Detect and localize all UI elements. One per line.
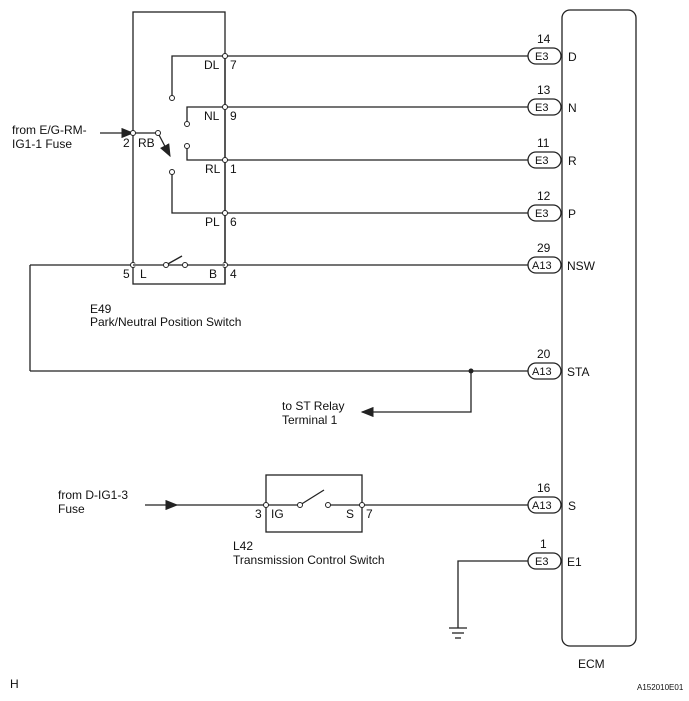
connector-r-label: E3	[535, 155, 548, 167]
terminal-p-number: 12	[537, 189, 551, 203]
terminal-p-name: P	[568, 207, 576, 221]
connector-p	[527, 204, 562, 222]
pnp-rb-num: 2	[123, 136, 130, 150]
ecm-terminal-p: E3 12 P	[527, 189, 576, 222]
ig-pin-node	[263, 502, 269, 508]
contact-d-node	[169, 95, 175, 101]
dl-pin-node	[222, 53, 228, 59]
pnp-b-num: 4	[230, 267, 237, 281]
pl-pin-node	[222, 210, 228, 216]
connector-r	[527, 151, 562, 169]
pnp-dl-num: 7	[230, 58, 237, 72]
contact-p-node	[169, 169, 175, 175]
wire-st-relay	[360, 371, 472, 418]
pnp-l-name: L	[140, 267, 147, 281]
tc-switch-box	[265, 474, 363, 533]
ecm-terminal-e1: E3 1 E1	[527, 537, 582, 570]
connector-n-label: E3	[535, 102, 548, 114]
connector-s-label: A13	[532, 500, 552, 512]
terminal-sta-number: 20	[537, 347, 551, 361]
terminal-n-number: 13	[537, 83, 551, 97]
ecm-terminal-r: E3 11 R	[527, 136, 577, 169]
ecm-terminal-d: E3 14 D	[527, 32, 577, 65]
pnp-nl-name: NL	[204, 109, 220, 123]
ecm-terminal-s: A13 16 S	[527, 481, 576, 514]
terminal-e1-number: 1	[540, 537, 547, 551]
tc-s-name: S	[346, 507, 354, 521]
contact-r-node	[184, 143, 190, 149]
pnp-rb-name: RB	[138, 136, 155, 150]
terminal-e1-name: E1	[567, 555, 582, 569]
fuse2-label-line2: Fuse	[58, 502, 85, 516]
connector-s	[527, 496, 562, 514]
terminal-r-number: 11	[537, 136, 550, 150]
connector-e1-label: E3	[535, 556, 548, 568]
tc-s-num: 7	[366, 507, 373, 521]
terminal-nsw-name: NSW	[567, 259, 596, 273]
footer-left-code: H	[10, 677, 19, 691]
connector-nsw-label: A13	[532, 260, 552, 272]
contact-n-node	[184, 121, 190, 127]
pnp-switch-id: E49	[90, 302, 112, 316]
tc-ig-name: IG	[271, 507, 284, 521]
fuse2-label-line1: from D-IG1-3	[58, 488, 128, 502]
connector-p-label: E3	[535, 208, 548, 220]
connector-sta	[527, 362, 562, 380]
ecm-label: ECM	[578, 657, 605, 671]
wire-e1-ground	[457, 560, 528, 628]
contact-n	[186, 106, 225, 122]
terminal-d-number: 14	[537, 32, 551, 46]
lb-switch-node-left	[163, 262, 169, 268]
tc-switch-name: Transmission Control Switch	[233, 553, 385, 567]
st-relay-label-line2: Terminal 1	[282, 413, 338, 427]
ecm-box	[561, 9, 637, 647]
tc-switch-node-left	[297, 502, 303, 508]
fuse1-label-line2: IG1-1 Fuse	[12, 137, 72, 151]
contact-r	[186, 148, 225, 161]
pnp-switch-name: Park/Neutral Position Switch	[90, 315, 241, 329]
tc-ig-num: 3	[255, 507, 262, 521]
pnp-pl-num: 6	[230, 215, 237, 229]
fuse1-label-line1: from E/G-RM-	[12, 123, 87, 137]
pnp-l-num: 5	[123, 267, 130, 281]
connector-d	[527, 47, 562, 65]
pnp-dl-name: DL	[204, 58, 220, 72]
connector-d-label: E3	[535, 51, 548, 63]
terminal-sta-name: STA	[567, 365, 589, 379]
rb-pin-node	[130, 130, 136, 136]
terminal-n-name: N	[568, 101, 577, 115]
tc-switch-node-right	[325, 502, 331, 508]
pnp-nl-num: 9	[230, 109, 237, 123]
connector-n	[527, 98, 562, 116]
rl-pin-node	[222, 157, 228, 163]
pnp-b-name: B	[209, 267, 217, 281]
ecm-terminal-n: E3 13 N	[527, 83, 577, 116]
contact-p	[171, 174, 225, 214]
terminal-s-number: 16	[537, 481, 551, 495]
rb-wiper	[157, 132, 171, 158]
rb-wiper-node	[155, 130, 161, 136]
nl-pin-node	[222, 104, 228, 110]
terminal-s-name: S	[568, 499, 576, 513]
ecm-terminal-sta: A13 20 STA	[527, 347, 589, 380]
st-relay-label-line1: to ST Relay	[282, 399, 344, 413]
contact-d	[171, 55, 225, 96]
connector-sta-label: A13	[532, 366, 552, 378]
pnp-pl-name: PL	[205, 215, 220, 229]
pnp-rl-num: 1	[230, 162, 237, 176]
connector-nsw	[527, 256, 562, 274]
terminal-r-name: R	[568, 154, 577, 168]
terminal-nsw-number: 29	[537, 241, 551, 255]
pnp-rl-name: RL	[205, 162, 221, 176]
lb-switch-blade	[165, 255, 183, 266]
tc-switch-id: L42	[233, 539, 253, 553]
ecm-terminal-nsw: A13 29 NSW	[527, 241, 596, 274]
tc-switch-blade	[299, 489, 325, 506]
footer-right-code: A152010E01	[637, 683, 684, 692]
s-pin-node	[359, 502, 365, 508]
connector-e1	[527, 552, 562, 570]
terminal-d-name: D	[568, 50, 577, 64]
lb-switch-node-right	[182, 262, 188, 268]
